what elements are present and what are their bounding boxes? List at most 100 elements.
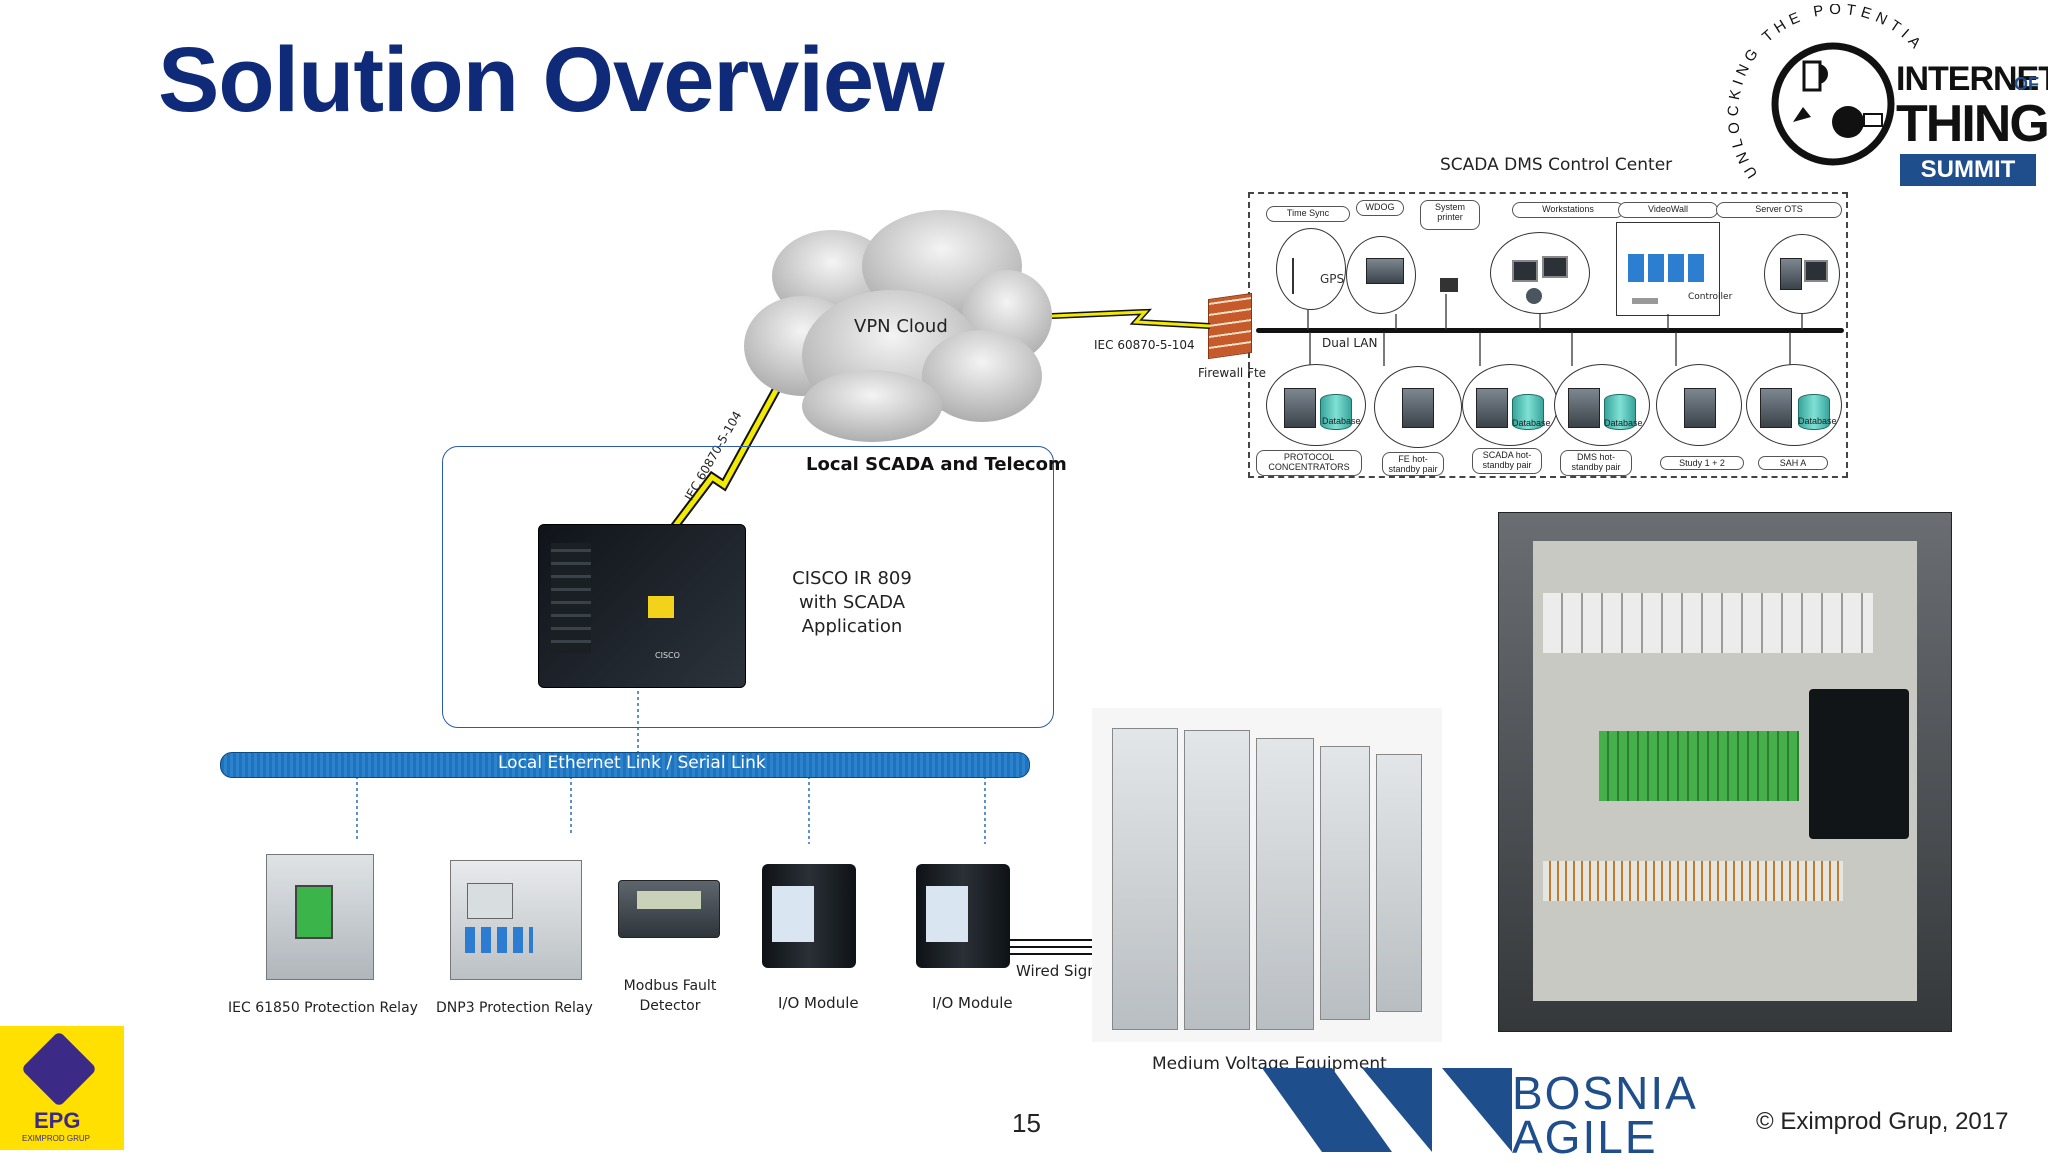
device-label-io-1: I/O Module	[778, 994, 859, 1012]
page-number: 15	[1012, 1108, 1041, 1138]
tag-sah: SAH A	[1758, 456, 1828, 470]
relay-screen-icon	[295, 885, 333, 939]
wdog-server-icon	[1366, 258, 1404, 284]
mv-cabinet-3	[1256, 738, 1314, 1030]
concentrator-database-icon	[1320, 394, 1352, 430]
dms-database-label: Database	[1604, 418, 1643, 428]
io-module-face-1	[772, 886, 814, 942]
protocol-label-firewall: IEC 60870-5-104	[1094, 338, 1195, 352]
router-port-icon	[647, 595, 675, 619]
tag-time-sync: Time Sync	[1266, 206, 1350, 222]
controller-label: Controller	[1688, 292, 1733, 302]
modbus-detector-image	[618, 880, 720, 938]
io-module-face-2	[926, 886, 968, 942]
tag-study: Study 1 + 2	[1660, 456, 1744, 470]
ots-server-icon	[1780, 258, 1802, 290]
sah-server-icon	[1760, 388, 1792, 428]
firewall-label: Firewall Fte	[1198, 366, 1267, 380]
tag-scada-pair: SCADA hot-standby pair	[1472, 448, 1542, 474]
printer-icon	[1440, 278, 1458, 292]
iec61850-relay-image	[266, 854, 374, 980]
epg-main-label: EPG	[34, 1108, 81, 1133]
bosnia-line1: BOSNIA	[1512, 1067, 1698, 1119]
lan-drops	[1250, 194, 1850, 480]
dual-lan-bar	[1256, 328, 1844, 333]
bosnia-agile-logo: BOSNIA AGILE	[1262, 1067, 1722, 1163]
epg-logo: EPG EXIMPROD GRUP	[0, 1026, 124, 1150]
terminal-row-green	[1599, 731, 1799, 801]
iot-summit-badge: SUMMIT 2017	[1900, 154, 2036, 215]
local-scada-box	[442, 446, 1054, 728]
mv-cabinet-1	[1112, 728, 1178, 1030]
concentrator-database-label: Database	[1322, 416, 1361, 426]
dnp3-relay-image	[450, 860, 582, 980]
monitor-icon-1	[1512, 260, 1538, 282]
device-label-modbus: Modbus Fault Detector	[623, 978, 717, 1014]
tag-fe-pair: FE hot-standby pair	[1382, 452, 1444, 476]
device-label-dnp3: DNP3 Protection Relay	[436, 1000, 593, 1016]
control-cabinet-photo	[1498, 512, 1952, 1032]
dms-database-icon	[1604, 394, 1636, 430]
gps-antenna-icon	[1292, 258, 1310, 294]
tag-wdog: WDOG	[1356, 200, 1404, 216]
iot-summit-logo: UNLOCKING THE POTENTIAL INTERNET OF THIN…	[1711, 0, 2048, 215]
tag-server-ots: Server OTS	[1716, 202, 1842, 218]
router-label-line2: with SCADA	[798, 592, 906, 613]
dnp3-keys-icon	[465, 927, 533, 953]
mv-cabinet-5	[1376, 754, 1422, 1012]
bosnia-agile-mark-icon	[1262, 1068, 1512, 1152]
mv-equipment-image	[1092, 708, 1442, 1042]
time-sync-circle	[1276, 228, 1346, 310]
epg-mark-icon	[20, 1030, 98, 1108]
scada-database-label: Database	[1512, 418, 1551, 428]
control-center-diagram: Time Sync WDOG System printer Workstatio…	[1248, 192, 1848, 478]
mv-cabinet-4	[1320, 746, 1370, 1020]
device-label-iec61850: IEC 61850 Protection Relay	[228, 1000, 418, 1016]
control-center-title: SCADA DMS Control Center	[1440, 155, 1673, 175]
copyright: © Eximprod Grup, 2017	[1756, 1108, 2009, 1135]
tag-protocol-concentrators: PROTOCOL CONCENTRATORS	[1256, 450, 1362, 476]
cisco-device-photo	[1809, 689, 1909, 839]
concentrator-server-icon	[1284, 388, 1316, 428]
vpn-cloud	[742, 206, 1054, 446]
sah-database-icon	[1798, 394, 1830, 430]
tag-dms-pair: DMS hot-standby pair	[1560, 450, 1632, 476]
study-server-icon	[1684, 388, 1716, 428]
device-label-io-2: I/O Module	[932, 994, 1013, 1012]
bosnia-line2: AGILE	[1512, 1111, 1658, 1163]
local-scada-title: Local SCADA and Telecom	[806, 454, 1067, 475]
iot-ring-icon: UNLOCKING THE POTENTIAL	[1711, 0, 1922, 181]
io-module-image-2	[916, 864, 1022, 974]
ethernet-bus	[220, 752, 1030, 778]
router-label-line3: Application	[801, 616, 903, 637]
router-brand-label: CISCO	[655, 651, 680, 660]
cloud-icon	[744, 210, 1052, 442]
breaker-row	[1543, 593, 1873, 653]
detector-display-icon	[637, 891, 701, 909]
scada-server-icon	[1476, 388, 1508, 428]
terminal-row-bottom	[1543, 861, 1843, 901]
epg-sub-label: EXIMPROD GRUP	[22, 1134, 91, 1143]
cisco-router-image: CISCO	[538, 524, 746, 688]
slide-title: Solution Overview	[158, 29, 945, 131]
router-leds	[551, 543, 591, 653]
tag-workstations: Workstations	[1512, 202, 1624, 218]
iot-of: OF	[2014, 74, 2039, 94]
io-module-image-1	[762, 864, 868, 974]
user-icon	[1526, 288, 1542, 304]
ethernet-bus-label: Local Ethernet Link / Serial Link	[498, 753, 766, 773]
dms-server-icon	[1568, 388, 1600, 428]
monitor-icon-2	[1542, 256, 1568, 278]
dual-lan-label: Dual LAN	[1322, 336, 1378, 350]
router-label-line1: CISCO IR 809	[792, 568, 912, 589]
controller-icon	[1632, 298, 1658, 304]
gps-label: GPS	[1320, 272, 1345, 286]
fe-server-icon	[1402, 388, 1434, 428]
lan-drop-lines	[1307, 294, 1803, 366]
tag-system-printer: System printer	[1420, 200, 1480, 230]
scada-database-icon	[1512, 394, 1544, 430]
videowall-screens-icon	[1628, 254, 1706, 282]
vpn-cloud-label: VPN Cloud	[854, 316, 948, 337]
sah-database-label: Database	[1798, 416, 1837, 426]
